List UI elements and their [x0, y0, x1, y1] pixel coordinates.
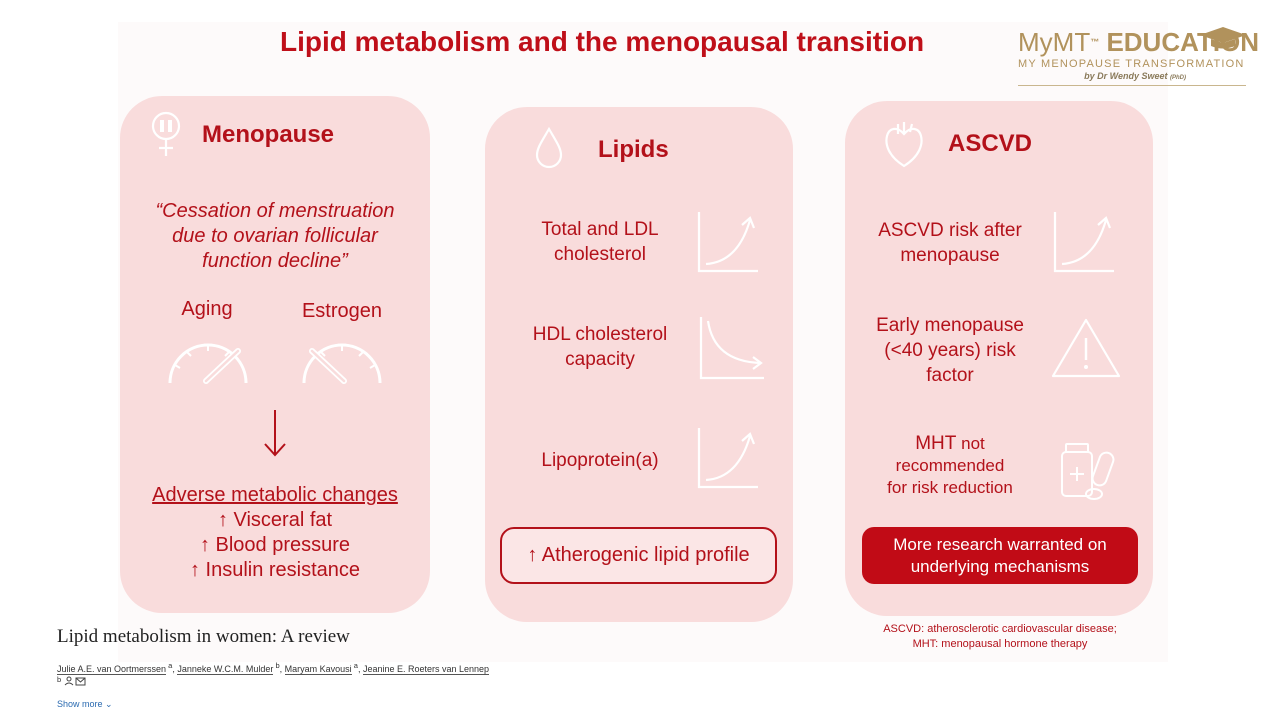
- author-list-continued: b: [57, 675, 86, 688]
- logo-tm: ™: [1090, 37, 1100, 47]
- author-link[interactable]: Julie A.E. van Oortmerssen: [57, 664, 167, 675]
- medication-icon: [1061, 443, 1115, 500]
- aging-label: Aging: [181, 298, 233, 320]
- female-symbol-icon: [151, 111, 181, 156]
- atherogenic-profile-box: ↑ Atherogenic lipid profile: [500, 527, 777, 584]
- change-item: ↑ Blood pressure: [199, 534, 351, 556]
- heart-icon: [885, 122, 923, 168]
- change-item: ↑ Visceral fat: [217, 509, 333, 531]
- author-link[interactable]: Maryam Kavousi: [284, 664, 352, 675]
- logo-subtitle: MY MENOPAUSE TRANSFORMATION: [1018, 58, 1245, 70]
- aging-gauge-icon: [168, 343, 248, 384]
- slide-title: Lipid metabolism and the menopausal tran…: [280, 26, 925, 57]
- article-title: Lipid metabolism in women: A review: [57, 626, 350, 647]
- menopause-definition: “Cessation of menstruation due to ovaria…: [155, 200, 395, 272]
- adverse-heading: Adverse metabolic changes: [152, 484, 398, 506]
- logo-my: MyMT: [1018, 27, 1091, 57]
- graduation-cap-icon: [1200, 27, 1246, 49]
- increase-curve-icon: [1053, 212, 1114, 273]
- author-link[interactable]: Jeanine E. Roeters van Lennep: [362, 664, 490, 675]
- estrogen-label: Estrogen: [301, 300, 383, 322]
- ascvd-risk-label: ASCVD risk after menopause: [878, 220, 1022, 266]
- logo-rule: [1018, 85, 1246, 86]
- warning-triangle-icon: [1051, 318, 1121, 378]
- adverse-changes-block: Adverse metabolic changes ↑ Visceral fat…: [125, 483, 425, 583]
- estrogen-gauge-icon: [302, 343, 382, 384]
- hdl-capacity-label: HDL cholesterol capacity: [532, 324, 668, 370]
- author-link[interactable]: Janneke W.C.M. Mulder: [177, 664, 274, 675]
- early-menopause-label: Early menopause (<40 years) risk factor: [876, 315, 1024, 386]
- person-mail-icon[interactable]: [64, 676, 86, 686]
- ascvd-heading: ASCVD: [948, 130, 1033, 157]
- increase-curve-icon: [697, 428, 758, 489]
- increase-curve-icon: [697, 212, 758, 273]
- menopause-heading: Menopause: [202, 121, 335, 148]
- logo-byline: by Dr Wendy Sweet (PhD): [1084, 71, 1186, 81]
- author-list: Julie A.E. van Oortmerssen a, Janneke W.…: [57, 661, 490, 675]
- total-ldl-label: Total and LDL cholesterol: [541, 219, 659, 265]
- abbreviations-note: ASCVD: atherosclerotic cardiovascular di…: [883, 623, 1117, 650]
- lipoprotein-label: Lipoprotein(a): [541, 450, 659, 471]
- chevron-down-icon: ⌄: [105, 699, 113, 709]
- change-item: ↑ Insulin resistance: [189, 559, 361, 581]
- decrease-curve-icon: [699, 317, 764, 380]
- lipids-heading: Lipids: [598, 136, 669, 163]
- droplet-icon: [535, 126, 563, 169]
- down-arrow-icon: [264, 410, 286, 457]
- menopause-panel: [120, 96, 430, 613]
- research-warranted-box: More research warranted on underlying me…: [862, 527, 1138, 584]
- mht-label: MHT not recommended for risk reduction: [887, 433, 1013, 497]
- show-more-link[interactable]: Show more ⌄: [57, 699, 113, 709]
